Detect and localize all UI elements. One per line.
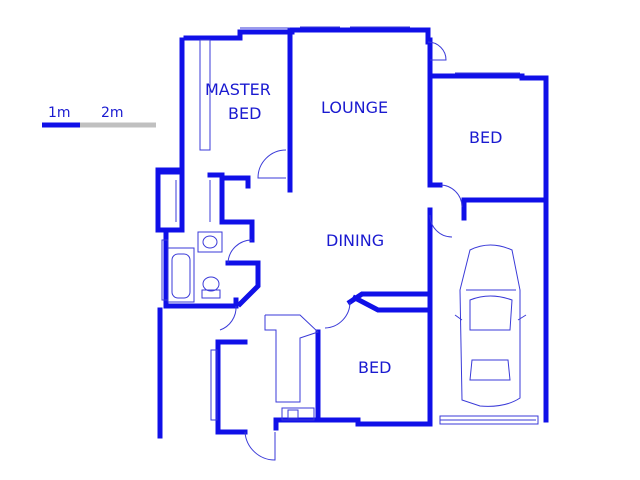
door-dining-right [429, 214, 453, 238]
door-master [257, 149, 287, 179]
basin-icon [197, 231, 223, 253]
car-icon [454, 244, 527, 407]
door-bath [219, 305, 237, 331]
label-bed-right: BED [469, 128, 502, 147]
label-lounge: LOUNGE [321, 98, 388, 117]
door-closet [227, 239, 253, 264]
label-master-bed-line2: BED [228, 104, 261, 123]
wall-master-bottom [155, 169, 185, 233]
wall-master-left [155, 37, 185, 233]
wall-bath-right [225, 260, 261, 308]
wall-master-top [183, 27, 431, 45]
label-dining: DINING [326, 231, 384, 250]
wall-bed-top-step [351, 294, 433, 313]
scale-label-1m: 1m [48, 105, 71, 121]
door-lounge-top [427, 41, 447, 61]
kitchen-counter [264, 314, 319, 403]
wall-bed-bottom [315, 417, 433, 427]
bathtub-icon [167, 247, 195, 303]
garage-door [439, 415, 539, 425]
wall-right-mid [461, 197, 549, 221]
wall-right-bedroom [427, 69, 443, 188]
label-master-bed-line1: MASTER [205, 80, 271, 99]
wall-closet [207, 172, 255, 243]
door-bed-bottom [324, 301, 351, 329]
wall-bath-left [163, 229, 239, 309]
master-wardrobe [199, 39, 211, 151]
label-bed-bottom: BED [358, 358, 391, 377]
scale-label-2m: 2m [101, 105, 124, 121]
room-labels: MASTER BED LOUNGE BED DINING BED [205, 80, 502, 377]
door-entry [244, 431, 276, 461]
scale-bar: 1m 2m [42, 105, 156, 128]
wall-closet-top [219, 175, 251, 189]
window-entry [210, 349, 218, 421]
wall-right-top [427, 73, 549, 203]
toilet-icon [201, 276, 221, 299]
wall-entry-left [215, 339, 248, 435]
details [161, 26, 539, 461]
sink-icon [281, 407, 315, 421]
door-bed-right [439, 184, 463, 208]
